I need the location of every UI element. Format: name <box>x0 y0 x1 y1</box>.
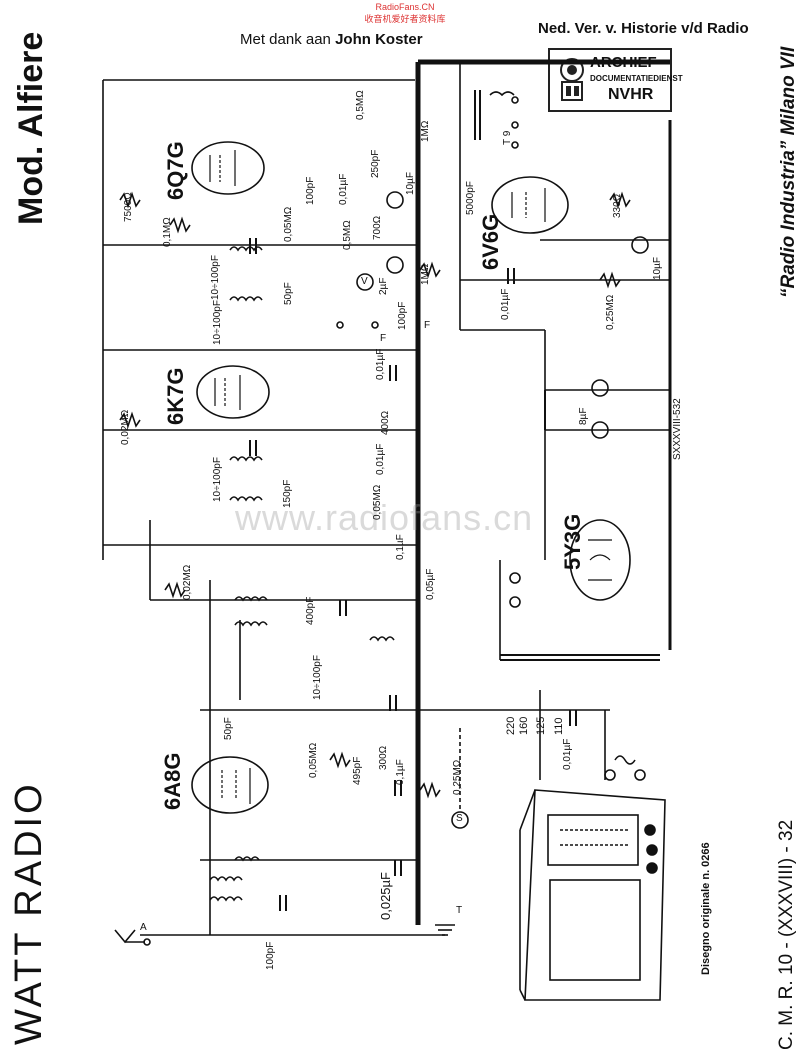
label-c001a: 0,01µF <box>338 173 349 205</box>
label-c10100c: 10÷100pF <box>212 457 223 502</box>
label-c10100a: 10÷100pF <box>210 255 221 300</box>
label-c50a: 50pF <box>283 282 294 305</box>
label-c8: 8µF <box>578 407 589 425</box>
label-r025M: 0,25MΩ <box>452 759 463 795</box>
label-c01a: 0,1µF <box>395 534 406 560</box>
label-c100a: 100pF <box>305 176 316 205</box>
cabinet-drawing <box>519 789 666 1001</box>
label-r1Ma: 1MΩ <box>420 120 431 142</box>
label-r005Md: 0,05MΩ <box>308 742 319 778</box>
drawing-number: Disegno originale n. 0266 <box>700 842 712 975</box>
label-r330: 330Ω <box>612 193 623 218</box>
nvhr-logo-icon <box>560 58 584 101</box>
label-c100b: 100pF <box>397 301 408 330</box>
center-watermark: www.radiofans.cn <box>235 497 534 538</box>
brand-left: WATT RADIO <box>8 781 50 1045</box>
label-r400: 400Ω <box>380 410 391 435</box>
label-F: F <box>380 333 387 344</box>
company-right: “Radio Industria” Milano VII <box>778 46 799 298</box>
label-r025Mb: 0,25MΩ <box>605 294 616 330</box>
label-T9: T 9 <box>502 130 513 145</box>
tube-label-6q7g: 6Q7G <box>163 141 188 200</box>
label-c001e: 0,01µF <box>562 738 573 770</box>
label-v110: 110 <box>553 717 565 735</box>
label-c001b: 0,01µF <box>375 348 386 380</box>
label-v160: 160 <box>518 716 530 735</box>
label-S: S <box>456 813 463 824</box>
watermark-top-line2: 收音机爱好者资料库 <box>364 14 446 24</box>
label-v220: 220 <box>505 716 517 735</box>
label-c01b: 0,1µF <box>395 759 406 785</box>
label-c001d: 0,01µF <box>500 288 511 320</box>
label-T: T <box>456 905 463 916</box>
label-r01M: 0,1MΩ <box>162 217 173 247</box>
label-c2: 2µF <box>378 277 389 295</box>
label-r002M: 0,02MΩ <box>120 409 131 445</box>
label-c495: 495pF <box>352 756 363 785</box>
label-c0025: 0,025µF <box>378 872 393 920</box>
label-r05M: 0,5MΩ <box>355 90 366 120</box>
watermark-top: RadioFans.CN 收音机爱好者资料库 <box>355 2 455 25</box>
label-r005M: 0,05MΩ <box>283 206 294 242</box>
stamp-line2: DOCUMENTATIEDIENST <box>590 74 683 83</box>
credit-prefix: Met dank aan <box>240 31 331 48</box>
label-c005: 0,05µF <box>425 568 436 600</box>
tube-label-6v6g: 6V6G <box>478 213 503 270</box>
label-c5000: 5000pF <box>465 181 476 215</box>
label-r05Mb: 0,5MΩ <box>342 220 353 250</box>
label-r300: 300Ω <box>378 745 389 770</box>
label-c10a: 10µF <box>405 172 416 195</box>
model-title: Mod. Alfiere <box>12 31 50 225</box>
label-r002Mb: 0,02MΩ <box>182 564 193 600</box>
header-right: Ned. Ver. v. Historie v/d Radio <box>538 20 749 37</box>
label-c10b: 10µF <box>652 257 663 280</box>
watermark-top-line1: RadioFans.CN <box>375 2 435 12</box>
tube-label-6a8g: 6A8G <box>160 752 185 810</box>
label-c150: 150pF <box>282 479 293 508</box>
label-r700: 700Ω <box>372 215 383 240</box>
credit: Met dank aan John Koster <box>240 31 423 48</box>
tube-label-6k7g: 6K7G <box>163 367 188 425</box>
credit-name: John Koster <box>335 31 423 48</box>
label-c10100d: 10÷100pF <box>312 655 323 700</box>
footer-ref: C. M. R. 10 - (XXXVIII) - 32 <box>776 819 797 1050</box>
label-c10100b: 10÷100pF <box>212 300 223 345</box>
archive-stamp: ARCHIEF DOCUMENTATIEDIENST NVHR <box>548 48 683 112</box>
tube-label-5y3g: 5Y3G <box>560 513 585 570</box>
label-A: A <box>140 922 147 933</box>
label-F2: F <box>424 320 431 331</box>
label-r7500: 7500Ω <box>123 192 134 222</box>
label-v125: 125 <box>535 716 547 735</box>
label-c400: 400pF <box>305 596 316 625</box>
label-c001c: 0,01µF <box>375 443 386 475</box>
label-c50b: 50pF <box>223 717 234 740</box>
label-r005Mc: 0,05MΩ <box>372 484 383 520</box>
label-c250: 250pF <box>370 149 381 178</box>
stamp-line3: NVHR <box>608 86 654 103</box>
label-r1Mb: 1MΩ <box>420 263 431 285</box>
label-c100c: 100pF <box>265 941 276 970</box>
label-sxxx: SXXXVIII-532 <box>672 398 683 460</box>
label-V: V <box>361 276 368 287</box>
